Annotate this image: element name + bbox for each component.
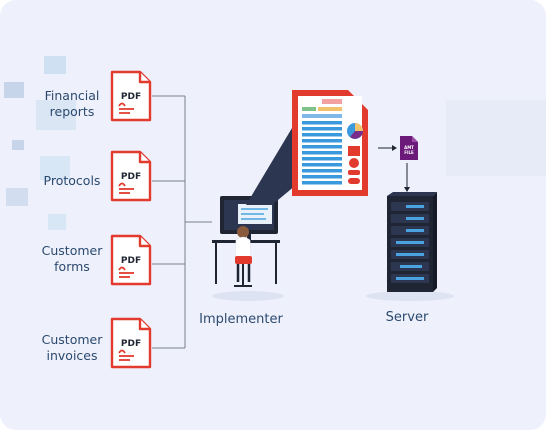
input-label-customer-forms: Customer forms [30,243,114,275]
bg-square [44,56,66,74]
bg-square [4,82,24,98]
server-rack-icon [366,192,454,301]
structured-document-icon [292,90,368,196]
pdf-text: PDF [120,92,142,102]
label-line: Customer [41,243,103,258]
pdf-text: PDF [120,339,142,349]
amt-file-label-1: AMT [404,145,414,150]
amt-file-label-2: FILE [404,150,414,155]
label-line: Customer [41,332,103,347]
pdf-text: PDF [120,172,142,182]
bg-square [12,140,24,150]
bg-square [446,100,546,176]
label-line: Protocols [43,173,101,188]
input-label-protocols: Protocols [30,173,114,189]
implementer-illustration [212,196,284,301]
bg-square [40,156,70,180]
server-label: Server [385,310,429,325]
implementer-label: Implementer [199,312,283,327]
bg-square [48,214,66,230]
amt-file-icon: AMT FILE [400,136,418,160]
label-line: forms [54,259,90,274]
pdf-text: PDF [120,256,142,266]
input-label-customer-invoices: Customer invoices [30,332,114,364]
bg-square [6,188,28,206]
label-line: invoices [46,348,98,363]
bg-square [36,100,76,130]
label-line: Financial [44,88,100,103]
input-connectors [152,95,212,349]
input-label-financial-reports: Financial reports [30,88,114,120]
label-line: reports [49,104,95,119]
